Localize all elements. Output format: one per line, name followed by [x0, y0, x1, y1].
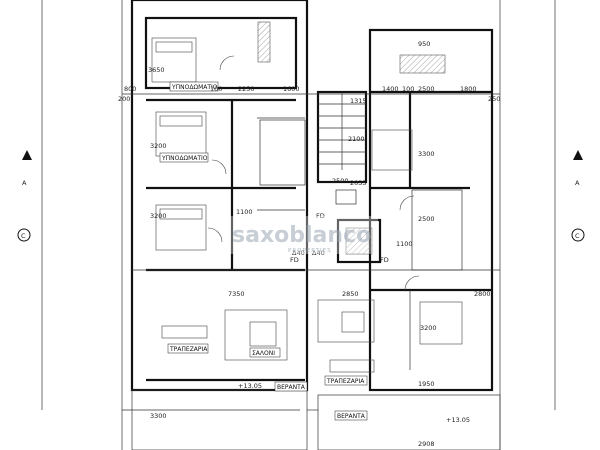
fd-label-right: FD	[380, 256, 389, 264]
dim-1950: 1950	[418, 380, 435, 388]
dim-2800: 2800	[474, 290, 491, 298]
dim-3200-c: 3200	[420, 324, 437, 332]
dimension-lines	[122, 93, 500, 411]
dim-3200-a: 3200	[150, 142, 167, 150]
section-marker-right: A C	[571, 150, 585, 242]
fd-label-left: FD	[290, 256, 299, 264]
dim-7350: 7350	[228, 290, 245, 298]
dim-800: 800	[124, 85, 136, 93]
dim-1800: 1800	[460, 85, 477, 93]
dim-950: 950	[418, 40, 430, 48]
dim-1100-a: 1100	[236, 208, 253, 216]
site-boundary	[41, 0, 556, 450]
watermark-sub: PROPERTIES	[288, 248, 332, 254]
stair-core	[316, 90, 382, 264]
room-label-bedroom-mid: ΥΠΝΟΔΩΜΑΤΙΟ	[161, 155, 208, 162]
dim-3300-right: 3300	[418, 150, 435, 158]
section-marker-left: A C	[17, 150, 32, 242]
level-left: +13.05	[238, 382, 262, 390]
dim-1315: 1315	[350, 97, 367, 105]
dim-2035: 2035	[350, 179, 367, 187]
dim-2100: 2100	[348, 135, 365, 143]
dim-100b: 100	[402, 85, 414, 93]
watermark: saxoblanco PROPERTIES	[228, 216, 378, 254]
dk-label-1: Δ40	[292, 249, 305, 257]
room-label-dining-left: ΤΡΑΠΕΖΑΡΙΑ	[169, 346, 208, 353]
section-label-a-right: A	[575, 179, 580, 187]
level-right: +13.05	[446, 416, 470, 424]
dim-3300-left: 3300	[150, 412, 167, 420]
dk-label-2: Δ40	[312, 249, 325, 257]
section-label-c-right: C	[575, 232, 580, 240]
right-wing-walls	[368, 28, 494, 392]
door-swings	[207, 55, 420, 291]
section-label-c-left: C	[21, 232, 26, 240]
room-label-living-left: ΣΑΛΟΝΙ	[252, 350, 275, 357]
furniture-living	[161, 299, 375, 373]
room-labels: ΥΠΝΟΔΩΜΑΤΙΟ ΥΠΝΟΔΩΜΑΤΙΟ ΤΡΑΠΕΖΑΡΙΑ ΣΑΛΟΝ…	[159, 81, 368, 421]
section-label-a-left: A	[22, 179, 27, 187]
dim-2500-mid: 2500	[332, 177, 349, 185]
dim-1400: 1400	[382, 85, 399, 93]
dim-2908: 2908	[418, 440, 435, 448]
dim-2850: 2850	[342, 290, 359, 298]
fd-label-top: FD	[316, 212, 325, 220]
dim-100a: 100	[210, 85, 222, 93]
dim-3650: 3650	[148, 66, 165, 74]
dim-250-right: 250	[488, 95, 500, 103]
dimension-labels: 3650 800 100 2250 1600 200 3200 3200 110…	[118, 40, 500, 448]
dim-200-left: 200	[118, 95, 130, 103]
dim-2250: 2250	[238, 85, 255, 93]
dim-2500-b: 2500	[418, 215, 435, 223]
dim-1600: 1600	[283, 85, 300, 93]
watermark-logo: saxoblanco	[232, 223, 371, 248]
room-label-veranda-left: ΒΕΡΑΝΤΑ	[277, 384, 306, 391]
dim-1100-b: 1100	[396, 240, 413, 248]
left-wing-walls	[130, 0, 309, 392]
dim-2500-top: 2500	[418, 85, 435, 93]
dim-3200-b: 3200	[150, 212, 167, 220]
technical-labels: FD FD FD Δ40 Δ40	[290, 212, 389, 264]
room-label-veranda-right: ΒΕΡΑΝΤΑ	[337, 413, 366, 420]
balconies	[131, 389, 501, 450]
room-label-bedroom-top: ΥΠΝΟΔΩΜΑΤΙΟ	[171, 84, 218, 91]
room-label-dining-right: ΤΡΑΠΕΖΑΡΙΑ	[326, 378, 365, 385]
